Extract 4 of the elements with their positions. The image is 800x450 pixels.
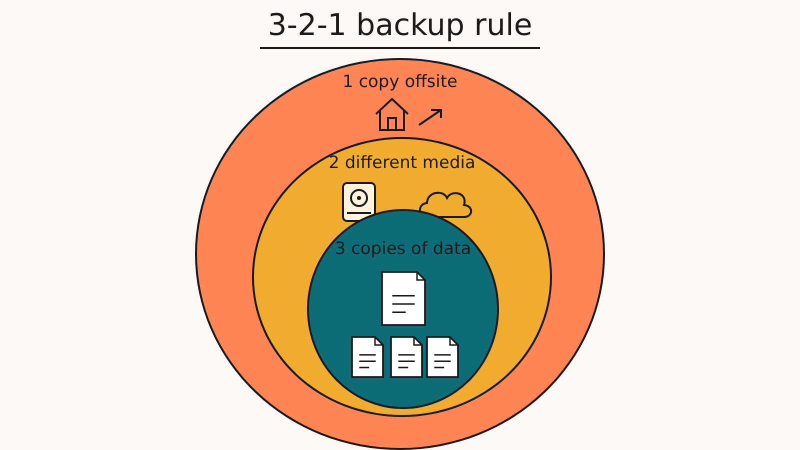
zone-label: 3 copies of data <box>334 239 472 259</box>
zone-label: 2 different media <box>328 153 476 173</box>
zone-label: 1 copy offsite <box>342 72 458 92</box>
title: 3-2-1 backup rule <box>260 8 540 49</box>
